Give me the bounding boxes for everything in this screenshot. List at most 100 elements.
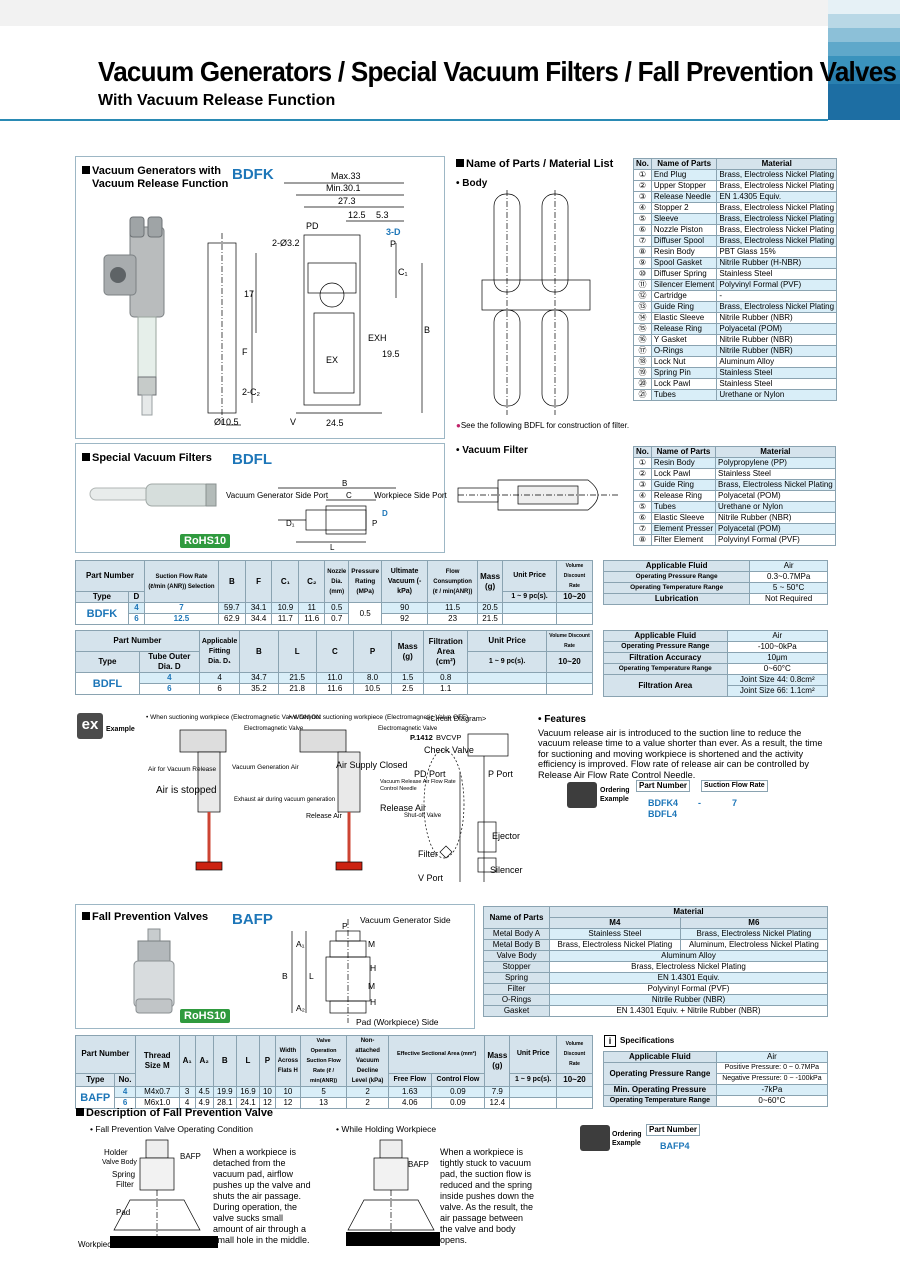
side-tab-strip bbox=[828, 0, 900, 122]
parts-cell: Cartridge bbox=[650, 290, 718, 302]
filter-parts-cell: Filter Element bbox=[650, 534, 717, 546]
ord2-pn: BAFP4 bbox=[660, 1141, 690, 1151]
bafp-mat-value: Polyvinyl Formal (PVF) bbox=[549, 983, 828, 995]
parts-cell: ⑫ bbox=[633, 290, 652, 302]
example-caption-1: • When suctioning workpiece (Electromagn… bbox=[146, 714, 321, 721]
filter-parts-cell: ③ bbox=[633, 479, 652, 491]
desc-filter: Filter bbox=[116, 1180, 134, 1189]
bafp-mat-part: O-Rings bbox=[483, 994, 550, 1006]
parts-cell: O-Rings bbox=[650, 345, 718, 357]
bafp-mat-value: EN 1.4301 Equiv. bbox=[549, 972, 828, 984]
bdfk-r0-d: 4 bbox=[127, 602, 145, 614]
dim-195: 19.5 bbox=[382, 349, 400, 359]
bdfl-product-box: Special Vacuum Filters BDFL RoHS10 Vacuu… bbox=[75, 443, 448, 553]
desc-spring: Spring bbox=[112, 1170, 136, 1179]
parts-cell: Brass, Electroless Nickel Plating bbox=[716, 180, 838, 192]
parts-cell: ① bbox=[633, 169, 652, 181]
parts-cell: ⑭ bbox=[633, 312, 652, 324]
bafp-r1-free: 4.06 bbox=[388, 1097, 432, 1109]
parts-cell: Nozzle Piston bbox=[650, 224, 718, 236]
bafp-r1-unit bbox=[509, 1097, 557, 1109]
bdfk-photo bbox=[103, 216, 165, 416]
bafp-pressure-label: Operating Pressure Range bbox=[603, 1062, 717, 1085]
bdfk-r0-c2: 11 bbox=[298, 602, 326, 614]
bdfl-r1-c: 11.6 bbox=[315, 683, 354, 695]
bafp-pad-side: Pad (Workpiece) Side bbox=[356, 1017, 439, 1027]
bafp-mat-part: Stopper bbox=[483, 961, 550, 973]
bdfl-h-c: C bbox=[315, 630, 354, 673]
bdfl-wp-side: Workpiece Side Port bbox=[374, 491, 448, 500]
bdfk-h-disc: Volume Discount Rate bbox=[556, 560, 593, 592]
bafp-mat-value: Brass, Electroless Nickel Plating bbox=[679, 928, 829, 940]
parts-cell: Sleeve bbox=[650, 213, 718, 225]
filter-parts-cell: Urethane or Nylon bbox=[715, 501, 836, 513]
bafp-r1-h: 12 bbox=[274, 1097, 302, 1109]
ordering-label-1: Ordering Example bbox=[600, 787, 630, 803]
bdfl-r1-p: 10.5 bbox=[352, 683, 393, 695]
release-air-label-2: Release Air bbox=[380, 803, 427, 813]
bafp-r0-l: 16.9 bbox=[235, 1086, 261, 1098]
shutoff-label: Shut-off Valve bbox=[404, 813, 442, 819]
bafp-code: BAFP bbox=[232, 911, 273, 928]
dim-245: 24.5 bbox=[326, 418, 344, 428]
bafp-r0-nonatt: 2 bbox=[346, 1086, 390, 1098]
dim-53: 5.3 bbox=[376, 210, 389, 220]
ord1-h-pn: Part Number bbox=[635, 780, 691, 792]
th-fname: Name of Parts bbox=[650, 446, 717, 458]
bdfk-h-unit-sub: 1 ~ 9 pc(s). bbox=[502, 591, 557, 603]
parts-cell: Brass, Electroless Nickel Plating bbox=[716, 235, 838, 247]
bafp-mat-value: Nitrile Rubber (NBR) bbox=[549, 994, 828, 1006]
bdfk-r0-unit bbox=[502, 602, 557, 614]
parts-cell: Lock Pawl bbox=[650, 378, 718, 390]
body-label: • Body bbox=[456, 178, 488, 189]
bdfk-r1-c1: 11.7 bbox=[271, 613, 300, 625]
bdfl-h-b: B bbox=[239, 630, 279, 673]
bdfk-spec-label: Lubrication bbox=[602, 593, 751, 605]
desc-holder: Holder bbox=[104, 1148, 128, 1157]
bafp-spec-table: Part Number Thread Size M A₁ A₂ B L P Wi… bbox=[74, 1035, 593, 1109]
bafp-r0-h: 10 bbox=[274, 1086, 302, 1098]
bafp-h-vop: Valve Operation Suction Flow Rate (ℓ / m… bbox=[300, 1035, 348, 1087]
bdfl-h-unit-sub: 1 ~ 9 pc(s). bbox=[467, 651, 547, 673]
bafp-mat-value: Aluminum, Electroless Nickel Plating bbox=[679, 939, 829, 951]
bdfl-h-unit: Unit Price bbox=[467, 630, 547, 652]
bdfl-r1-unit bbox=[467, 683, 547, 695]
bafp-dim-h1: H bbox=[370, 963, 376, 973]
bafp-r1-vop: 13 bbox=[300, 1097, 348, 1109]
ejector-label: Ejector bbox=[492, 831, 521, 841]
bafp-mat-value: Brass, Electroless Nickel Plating bbox=[549, 961, 828, 973]
bdfk-spec-label: Operating Pressure Range bbox=[602, 571, 751, 583]
bdfk-r1-d: 6 bbox=[127, 613, 145, 625]
bafp-product-box: Fall Prevention Valves BAFP RoHS10 Vacuu… bbox=[75, 904, 475, 1029]
parts-list-title: Name of Parts / Material List bbox=[456, 158, 613, 170]
bdfl-r0-d: 4 bbox=[138, 672, 200, 684]
dim-3d: 3-D bbox=[386, 227, 401, 237]
ord1-dash: - bbox=[698, 798, 701, 808]
desc-pad: Pad bbox=[116, 1208, 131, 1217]
bafp-h-no: No. bbox=[114, 1072, 136, 1088]
bdfk-r0-b: 59.7 bbox=[217, 602, 246, 614]
parts-cell: Stainless Steel bbox=[716, 268, 838, 280]
release-control-label: Vacuum Release Air Flow Rate Control Nee… bbox=[380, 779, 456, 792]
bafp-r0-p: 10 bbox=[259, 1086, 276, 1098]
th-no: No. bbox=[633, 158, 652, 170]
bdfk-r0-flow: 11.5 bbox=[427, 602, 479, 614]
parts-cell: Resin Body bbox=[650, 246, 718, 258]
bdfk-r0-ult: 90 bbox=[381, 602, 429, 614]
filter-label: Filter bbox=[418, 849, 438, 859]
bafp-dim-m2: M bbox=[368, 981, 375, 991]
bdfl-h-area: Filtration Area (cm²) bbox=[423, 630, 469, 673]
ord1-gap bbox=[690, 781, 702, 792]
